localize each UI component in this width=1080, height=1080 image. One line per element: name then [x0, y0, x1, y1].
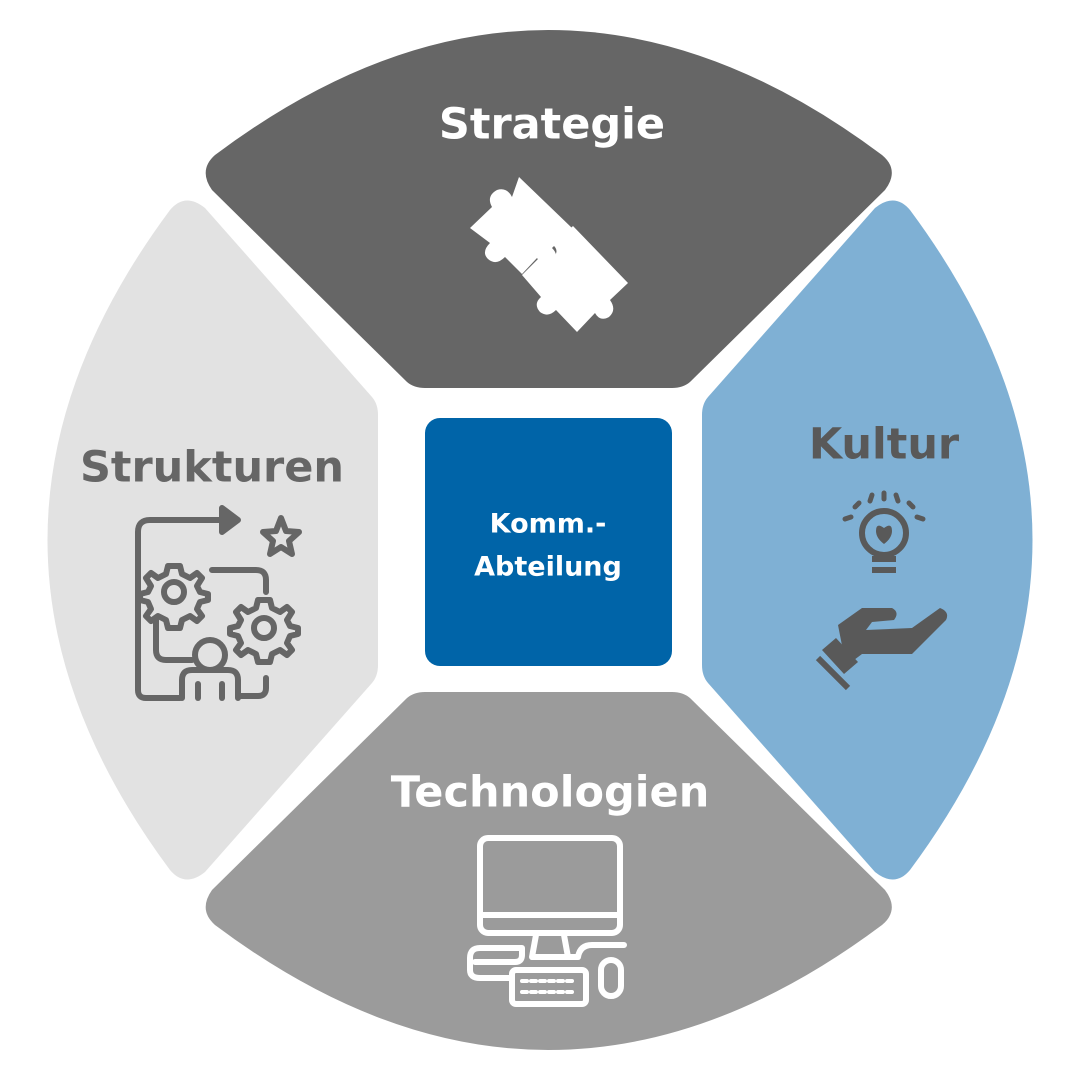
structure-icon	[135, 505, 302, 701]
segment-strategie-label: Strategie	[439, 100, 665, 150]
center-box: Komm.- Abteilung	[425, 418, 672, 666]
segment-strukturen: Strukturen	[47, 200, 378, 880]
computer-icon	[467, 835, 627, 1007]
puzzle-icon	[470, 177, 628, 332]
segment-kultur-label: Kultur	[809, 420, 960, 470]
segment-technologien-label: Technologien	[391, 768, 710, 818]
segment-kultur: Kultur	[702, 200, 1033, 880]
segment-technologien: Technologien	[205, 692, 892, 1050]
segment-technologien-shape	[205, 692, 892, 1050]
segment-kultur-shape	[702, 200, 1033, 880]
center-box-shape	[425, 418, 672, 666]
center-label-line1: Komm.-	[490, 509, 607, 540]
center-label-line2: Abteilung	[474, 552, 622, 583]
segment-strukturen-label: Strukturen	[80, 443, 344, 493]
segment-strukturen-shape	[47, 200, 378, 880]
idea-hand-icon	[815, 490, 948, 691]
segment-strategie: Strategie	[205, 30, 892, 388]
